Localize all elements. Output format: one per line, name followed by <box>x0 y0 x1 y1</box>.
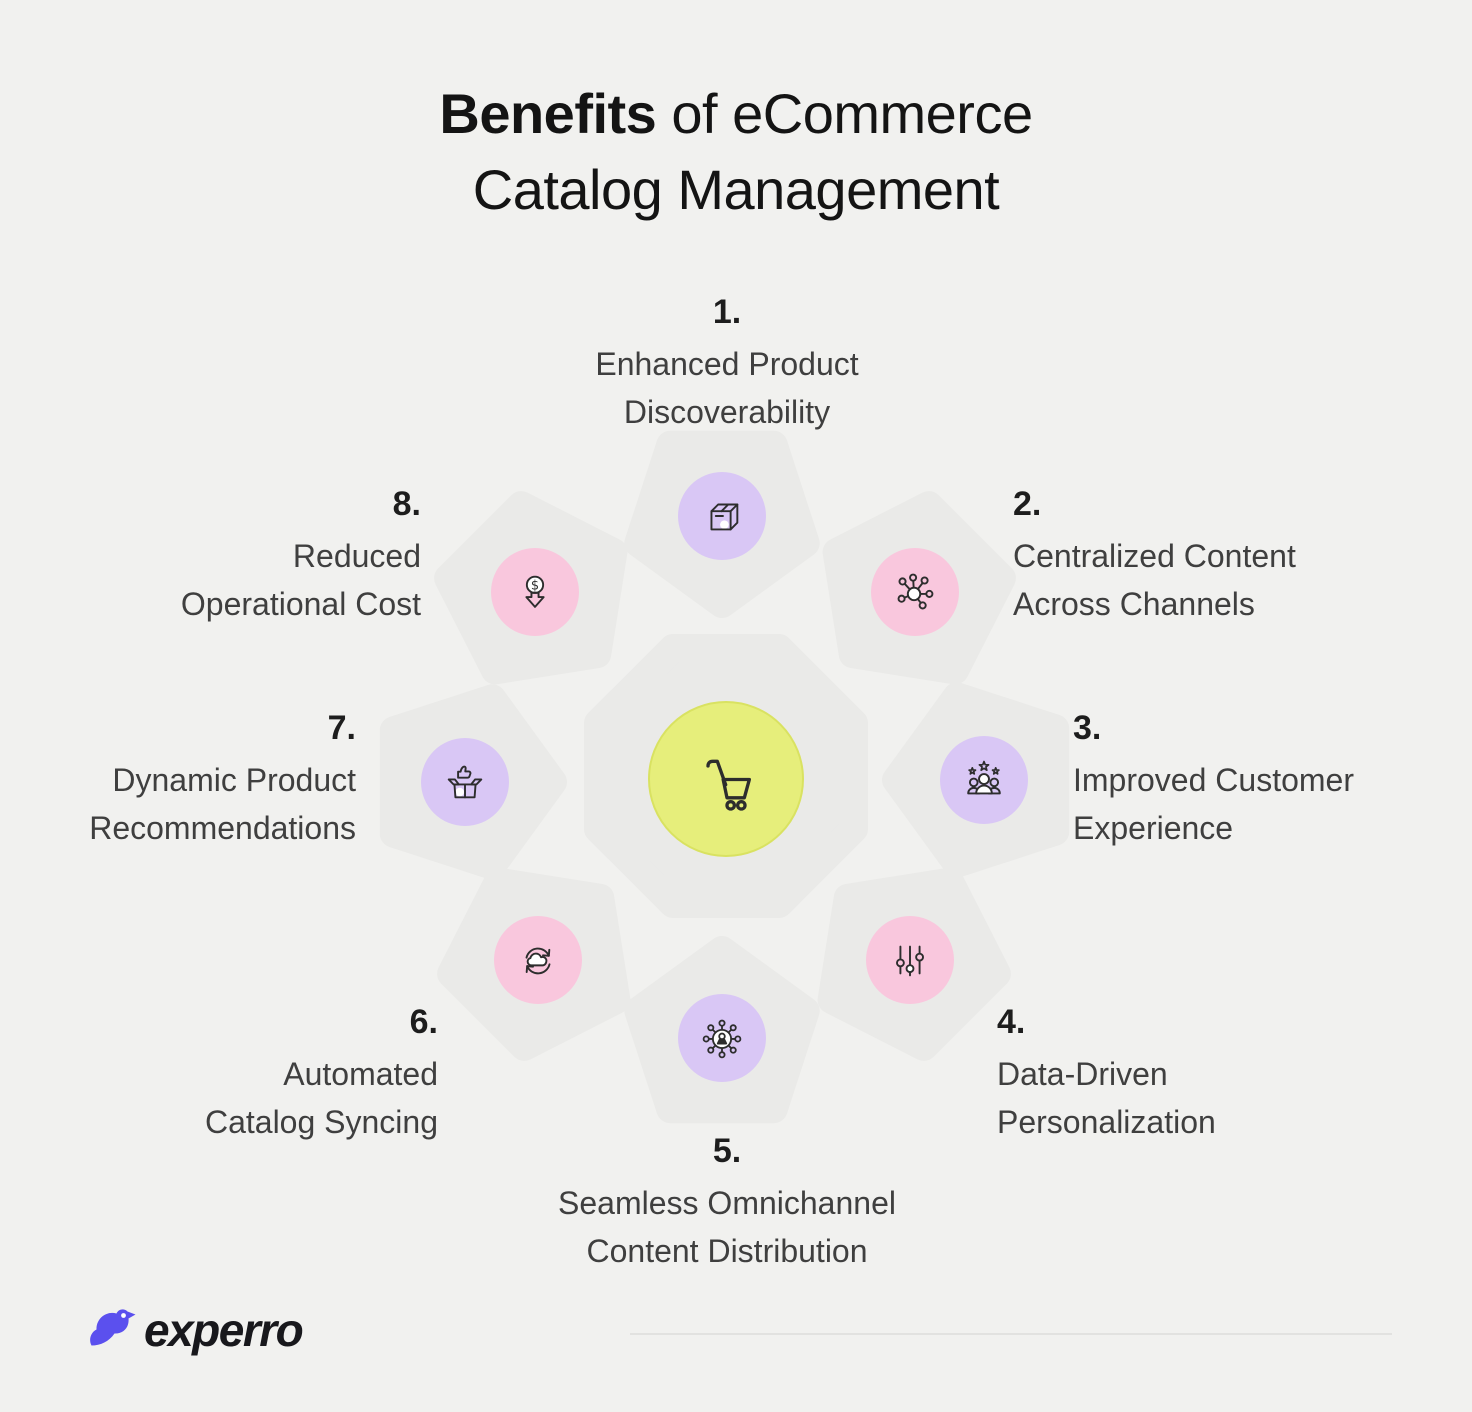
benefit-text: Automated <box>283 1056 438 1092</box>
benefit-badge-2 <box>871 548 959 636</box>
benefit-text: Centralized Content <box>1013 538 1296 574</box>
benefit-badge-6 <box>494 916 582 1004</box>
benefit-item-4: 4. Data-Driven Personalization <box>997 1002 1417 1146</box>
benefit-badge-1 <box>678 472 766 560</box>
benefit-text: Dynamic Product <box>112 762 356 798</box>
title-line2: Catalog Management <box>472 158 1000 221</box>
benefit-item-2: 2. Centralized Content Across Channels <box>1013 484 1433 628</box>
benefit-badge-7 <box>421 738 509 826</box>
benefit-item-5: 5. Seamless Omnichannel Content Distribu… <box>447 1131 1007 1275</box>
benefit-text: Personalization <box>997 1104 1216 1140</box>
benefit-item-7: 7. Dynamic Product Recommendations <box>0 708 356 852</box>
hub-network-icon <box>897 573 934 610</box>
benefit-text: Data-Driven <box>997 1056 1168 1092</box>
benefit-badge-3 <box>940 736 1028 824</box>
person-network-icon <box>702 1019 742 1059</box>
benefit-text: Across Channels <box>1013 586 1255 622</box>
center-cart-circle <box>648 701 804 857</box>
customer-stars-icon <box>961 757 1007 795</box>
benefit-item-6: 6. Automated Catalog Syncing <box>18 1002 438 1146</box>
thumbsup-box-icon <box>447 765 483 799</box>
title-rest: of eCommerce <box>656 82 1033 145</box>
benefit-badge-4 <box>866 916 954 1004</box>
benefit-text: Seamless Omnichannel <box>558 1185 896 1221</box>
benefit-number: 3. <box>1073 709 1102 747</box>
benefit-text: Enhanced Product <box>595 346 859 382</box>
svg-text:$: $ <box>531 578 539 593</box>
benefit-number: 1. <box>712 293 742 331</box>
benefit-number: 5. <box>712 1132 742 1170</box>
benefit-number: 2. <box>1013 485 1042 523</box>
benefit-number: 6. <box>409 1003 438 1041</box>
benefit-item-3: 3. Improved Customer Experience <box>1073 708 1472 852</box>
title-bold: Benefits <box>439 82 657 145</box>
benefit-text: Experience <box>1073 810 1234 846</box>
dollar-down-icon: $ <box>525 575 545 608</box>
benefit-item-1: 1. Enhanced Product Discoverability <box>447 292 1007 436</box>
benefit-text: Operational Cost <box>180 586 421 622</box>
benefit-badge-8: $ <box>491 548 579 636</box>
experro-logo: experro <box>88 1296 304 1360</box>
benefit-text: Catalog Syncing <box>204 1104 438 1140</box>
benefit-item-8: 8. Reduced Operational Cost <box>1 484 421 628</box>
benefit-text: Improved Customer <box>1073 762 1354 798</box>
benefit-text: Content Distribution <box>586 1233 868 1269</box>
benefit-badge-5 <box>678 994 766 1082</box>
benefit-number: 8. <box>392 485 421 523</box>
benefit-text: Reduced <box>292 538 421 574</box>
benefit-text: Discoverability <box>623 394 831 430</box>
footer-divider <box>630 1333 1392 1335</box>
benefit-number: 7. <box>327 709 356 747</box>
bird-icon <box>90 1309 136 1346</box>
brand-name: experro <box>144 1304 304 1356</box>
package-box-icon <box>710 503 739 531</box>
sliders-icon <box>896 945 924 977</box>
benefit-text: Recommendations <box>89 810 356 846</box>
benefit-number: 4. <box>997 1003 1026 1041</box>
cloud-sync-icon <box>525 947 551 975</box>
shopping-cart-icon <box>706 759 751 811</box>
